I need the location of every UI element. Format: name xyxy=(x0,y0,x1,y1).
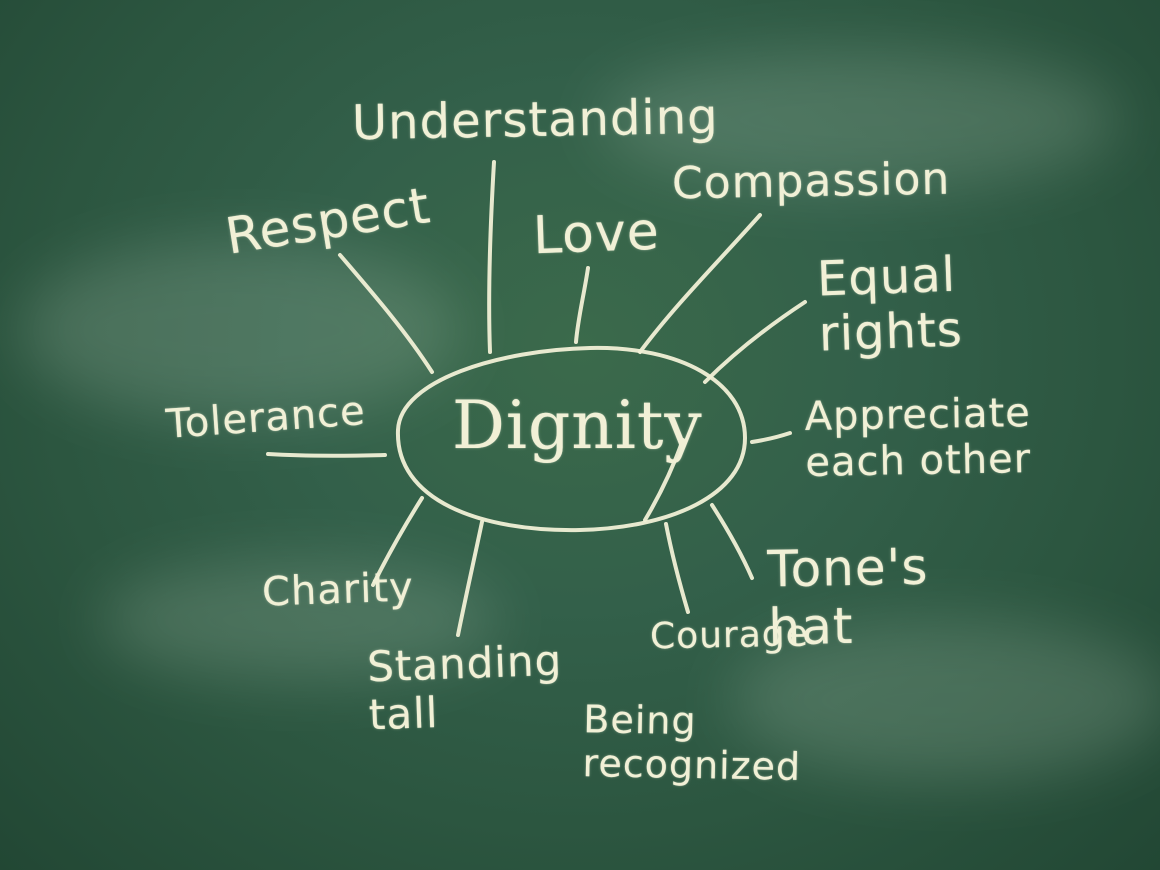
word-standing-tall: Standing tall xyxy=(366,635,564,740)
center-label-dignity: Dignity xyxy=(452,387,703,464)
connector-respect xyxy=(338,253,434,374)
connector-tones-hat xyxy=(710,503,754,580)
connector-standing-tall xyxy=(456,520,484,637)
connector-appreciate xyxy=(750,431,792,444)
word-being-recognized: Being recognized xyxy=(582,697,802,789)
word-tones-hat: Tone's hat xyxy=(766,537,929,656)
word-charity: Charity xyxy=(261,564,415,616)
connector-charity xyxy=(371,496,424,587)
connector-courage xyxy=(664,522,690,614)
connector-understanding xyxy=(487,160,496,354)
center-ellipse xyxy=(395,345,747,533)
connector-compassion xyxy=(638,213,762,354)
word-understanding: Understanding xyxy=(351,88,720,152)
connector-tolerance xyxy=(266,452,387,458)
word-compassion: Compassion xyxy=(671,153,951,210)
word-appreciate-each-other: Appreciate each other xyxy=(804,390,1032,486)
word-love: Love xyxy=(531,201,661,267)
word-equal-rights: Equal rights xyxy=(816,246,964,363)
dignity-y-tail xyxy=(643,438,685,522)
connector-love xyxy=(574,266,590,344)
connector-equal-rights xyxy=(703,300,807,384)
